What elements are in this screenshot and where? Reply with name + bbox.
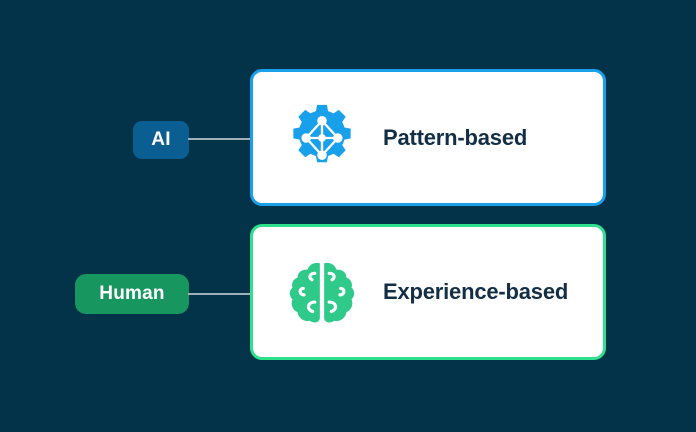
connector-line-human bbox=[188, 293, 253, 295]
brain-icon bbox=[286, 256, 358, 328]
connector-line-ai bbox=[188, 138, 253, 140]
card-title-experience-based: Experience-based bbox=[383, 279, 569, 304]
card-title-pattern-based: Pattern-based bbox=[383, 124, 528, 150]
card-experience-based[interactable]: Experience-based bbox=[250, 224, 606, 360]
badge-human[interactable]: Human bbox=[75, 274, 189, 314]
card-pattern-based[interactable]: Pattern-based bbox=[250, 69, 606, 206]
badge-ai[interactable]: AI bbox=[133, 121, 189, 159]
gear-network-icon bbox=[286, 102, 358, 174]
